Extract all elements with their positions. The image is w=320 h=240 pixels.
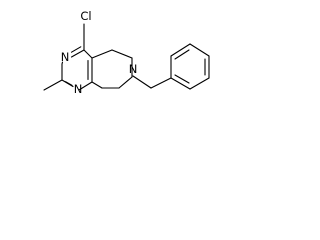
phenyl-ring [170, 43, 210, 90]
ring-nitrogen-lower-label: N [74, 82, 83, 96]
amine-nitrogen-label: N [129, 62, 138, 76]
pyrimidine-ring [61, 46, 93, 91]
benzyl-linker [132, 75, 172, 89]
ring-nitrogen-upper-label: N [61, 50, 70, 64]
molecule-structure: Cl N N N [43, 9, 210, 96]
chlorine-label: Cl [80, 9, 91, 23]
methyl-bond [43, 79, 63, 91]
piperidine-ring [91, 49, 133, 89]
